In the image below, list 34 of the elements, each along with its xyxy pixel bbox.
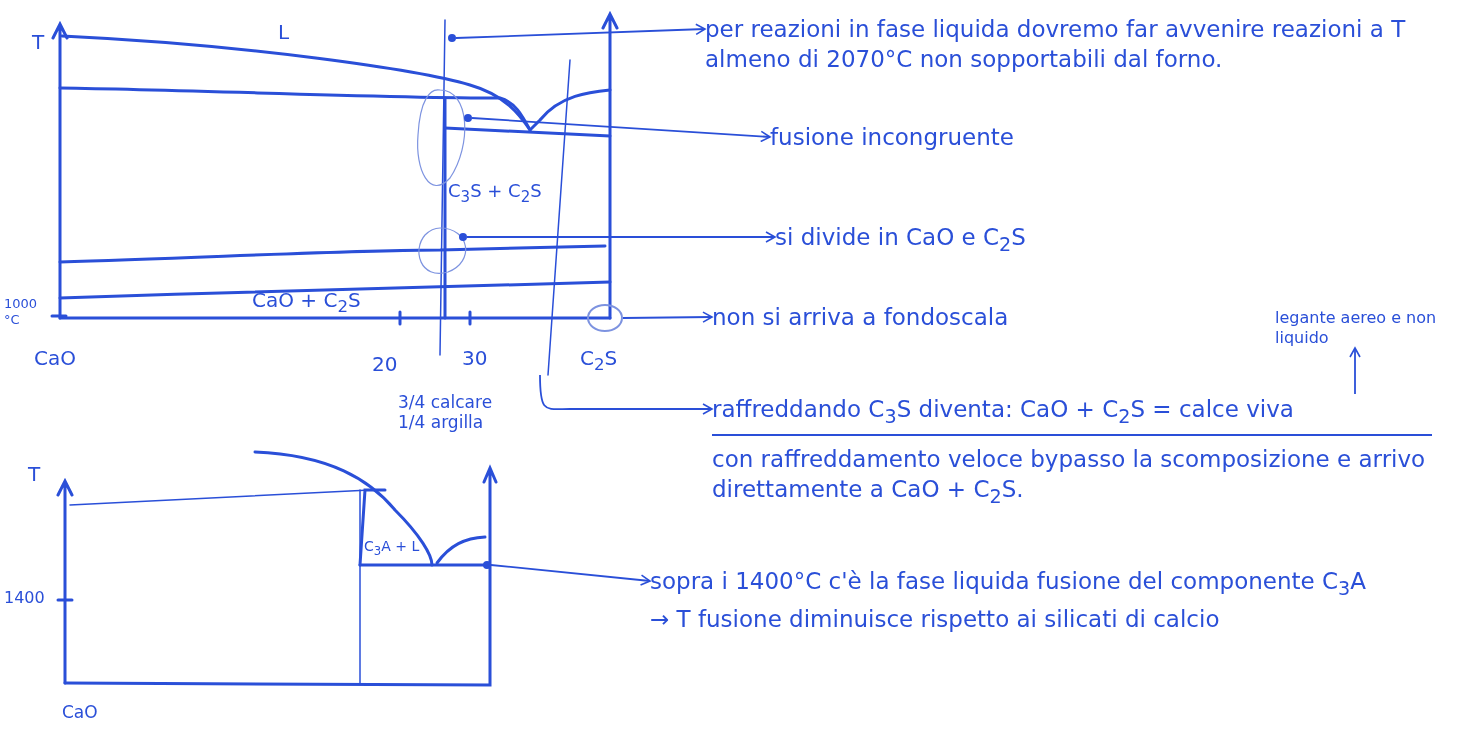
point-marker: [483, 561, 491, 569]
arrow: [1349, 347, 1361, 395]
note-text: legante aereo e non liquido: [1275, 308, 1445, 348]
diagram-label: T: [28, 462, 41, 486]
diagram-label: 20: [372, 352, 398, 376]
arrow: [471, 117, 771, 143]
diagram-label: 1400: [4, 588, 45, 607]
note-text: per reazioni in fase liquida dovremo far avvenire reazioni a T almeno di 2070°C non sopportabili dal forno.: [705, 14, 1445, 74]
diagram-label: CaO + C$_{2}$S: [252, 288, 361, 318]
point-marker: [464, 114, 472, 122]
point-marker: [448, 34, 456, 42]
diagram-label: 1000 °C: [4, 296, 39, 328]
diagram-label: 3/4 calcare 1/4 argilla: [398, 392, 494, 432]
diagram-label: L: [278, 20, 290, 44]
note-text: sopra i 1400°C c'è la fase liquida fusione del componente C$_{3}$A → T fusione diminuisce rispetto ai silicati di calcio: [650, 566, 1370, 634]
diagram-label: T: [32, 30, 45, 54]
arrow: [539, 374, 713, 415]
diagram-label: 30: [462, 346, 488, 370]
arrow: [455, 23, 706, 39]
arrow: [622, 311, 713, 323]
diagram-label: C$_{3}$A + L: [364, 538, 420, 560]
note-text: si divide in CaO e C$_{2}$S: [775, 222, 1175, 260]
circled-point: [587, 304, 623, 332]
point-marker: [459, 233, 467, 241]
note-text: non si arriva a fondoscala: [712, 302, 1132, 332]
diagram-label: CaO: [34, 346, 76, 370]
arrow: [490, 564, 651, 586]
arrow: [466, 231, 776, 243]
note-text: con raffreddamento veloce bypasso la scomposizione e arrivo direttamente a CaO + C$_{2}$S.: [712, 445, 1427, 510]
diagram-label: CaO: [62, 702, 98, 722]
diagram-label: C$_{2}$S: [580, 346, 618, 376]
note-text: raffreddando C$_{3}$S diventa: CaO + C$_{2}$S = calce viva: [712, 394, 1432, 436]
diagram-label: C$_{3}$S + C$_{2}$S: [448, 180, 542, 208]
note-text: fusione incongruente: [770, 122, 1090, 152]
